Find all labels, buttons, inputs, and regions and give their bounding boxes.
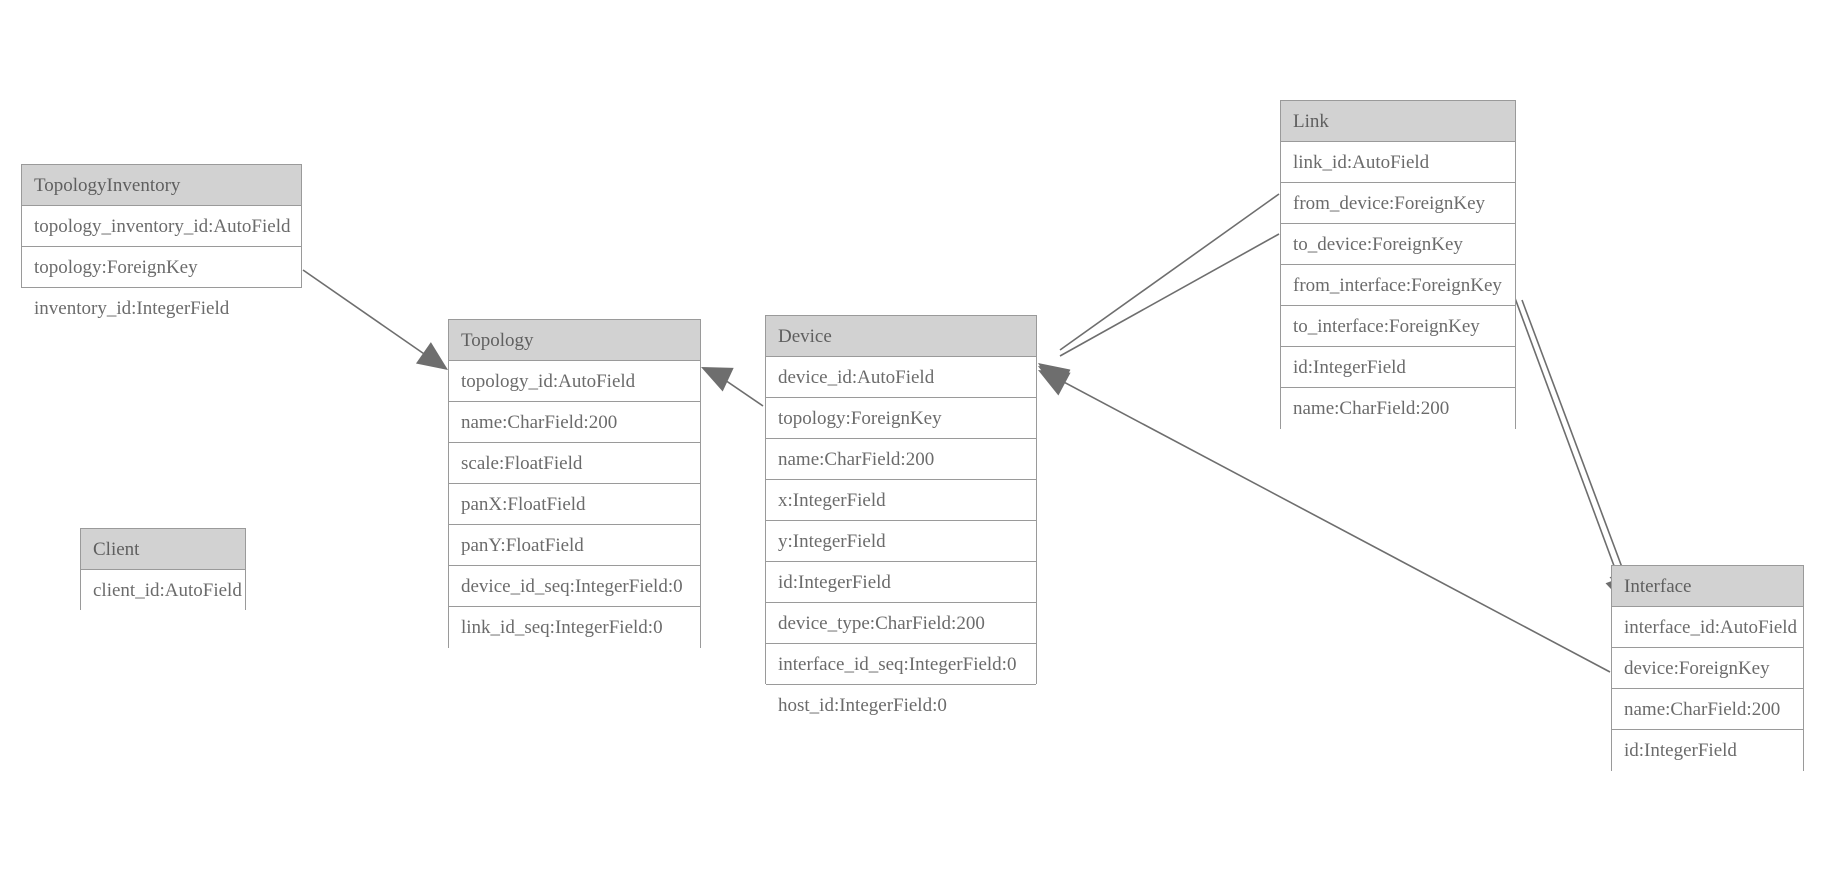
entity-field-row[interactable]: topology:ForeignKey — [766, 398, 1036, 439]
entity-field-row[interactable]: topology:ForeignKey — [22, 247, 301, 288]
entity-field-row[interactable]: client_id:AutoField — [81, 570, 245, 611]
entity-title-topology: Topology — [449, 320, 700, 361]
entity-field-row[interactable]: topology_inventory_id:AutoField — [22, 206, 301, 247]
entity-field-row[interactable]: device_id:AutoField — [766, 357, 1036, 398]
entity-field-row[interactable]: device_type:CharField:200 — [766, 603, 1036, 644]
entity-field-row[interactable]: topology_id:AutoField — [449, 361, 700, 402]
entity-field-row[interactable]: interface_id:AutoField — [1612, 607, 1803, 648]
entity-field-row[interactable]: interface_id_seq:IntegerField:0 — [766, 644, 1036, 685]
relationship-line — [1059, 233, 1280, 357]
relationship-link-to_device-to-device — [1038, 233, 1280, 393]
entity-field-row[interactable]: link_id:AutoField — [1281, 142, 1515, 183]
entity-field-row[interactable]: id:IntegerField — [766, 562, 1036, 603]
entity-field-row[interactable]: host_id:IntegerField:0 — [766, 685, 1036, 726]
entity-field-row[interactable]: to_interface:ForeignKey — [1281, 306, 1515, 347]
relationship-line — [1521, 299, 1627, 579]
entity-field-row[interactable]: x:IntegerField — [766, 480, 1036, 521]
entity-field-row[interactable]: id:IntegerField — [1281, 347, 1515, 388]
entity-field-row[interactable]: from_device:ForeignKey — [1281, 183, 1515, 224]
relationship-arrowhead — [1038, 370, 1071, 396]
relationship-line — [1059, 193, 1280, 351]
relationship-arrowhead — [1038, 366, 1071, 393]
relationship-line — [302, 269, 431, 359]
entity-field-row[interactable]: name:CharField:200 — [1612, 689, 1803, 730]
relationship-link-from_interface-to-interface — [1511, 289, 1630, 607]
relationship-line — [1511, 289, 1621, 583]
entity-field-row[interactable]: name:CharField:200 — [449, 402, 700, 443]
relationship-line — [721, 377, 764, 407]
relationship-link-from_device-to-device — [1038, 193, 1280, 391]
relationship-arrowhead — [701, 367, 734, 392]
entity-title-client: Client — [81, 529, 245, 570]
entity-field-row[interactable]: panY:FloatField — [449, 525, 700, 566]
entity-title-topology_inventory: TopologyInventory — [22, 165, 301, 206]
entity-field-row[interactable]: panX:FloatField — [449, 484, 700, 525]
entity-field-row[interactable]: from_interface:ForeignKey — [1281, 265, 1515, 306]
entity-title-interface: Interface — [1612, 566, 1803, 607]
entity-field-row[interactable]: name:CharField:200 — [766, 439, 1036, 480]
entity-field-row[interactable]: link_id_seq:IntegerField:0 — [449, 607, 700, 648]
relationship-topology_inventory-to-topology — [302, 269, 448, 370]
relationship-link-to_interface-to-interface — [1521, 299, 1634, 601]
entity-field-row[interactable]: scale:FloatField — [449, 443, 700, 484]
entity-field-row[interactable]: to_device:ForeignKey — [1281, 224, 1515, 265]
entity-title-device: Device — [766, 316, 1036, 357]
relationship-device-to-topology — [701, 367, 764, 407]
entity-field-row[interactable]: inventory_id:IntegerField — [22, 288, 301, 329]
entity-title-link: Link — [1281, 101, 1515, 142]
entity-field-row[interactable]: id:IntegerField — [1612, 730, 1803, 771]
entity-field-row[interactable]: y:IntegerField — [766, 521, 1036, 562]
entity-field-row[interactable]: device:ForeignKey — [1612, 648, 1803, 689]
entity-field-row[interactable]: name:CharField:200 — [1281, 388, 1515, 429]
entity-field-row[interactable]: device_id_seq:IntegerField:0 — [449, 566, 700, 607]
